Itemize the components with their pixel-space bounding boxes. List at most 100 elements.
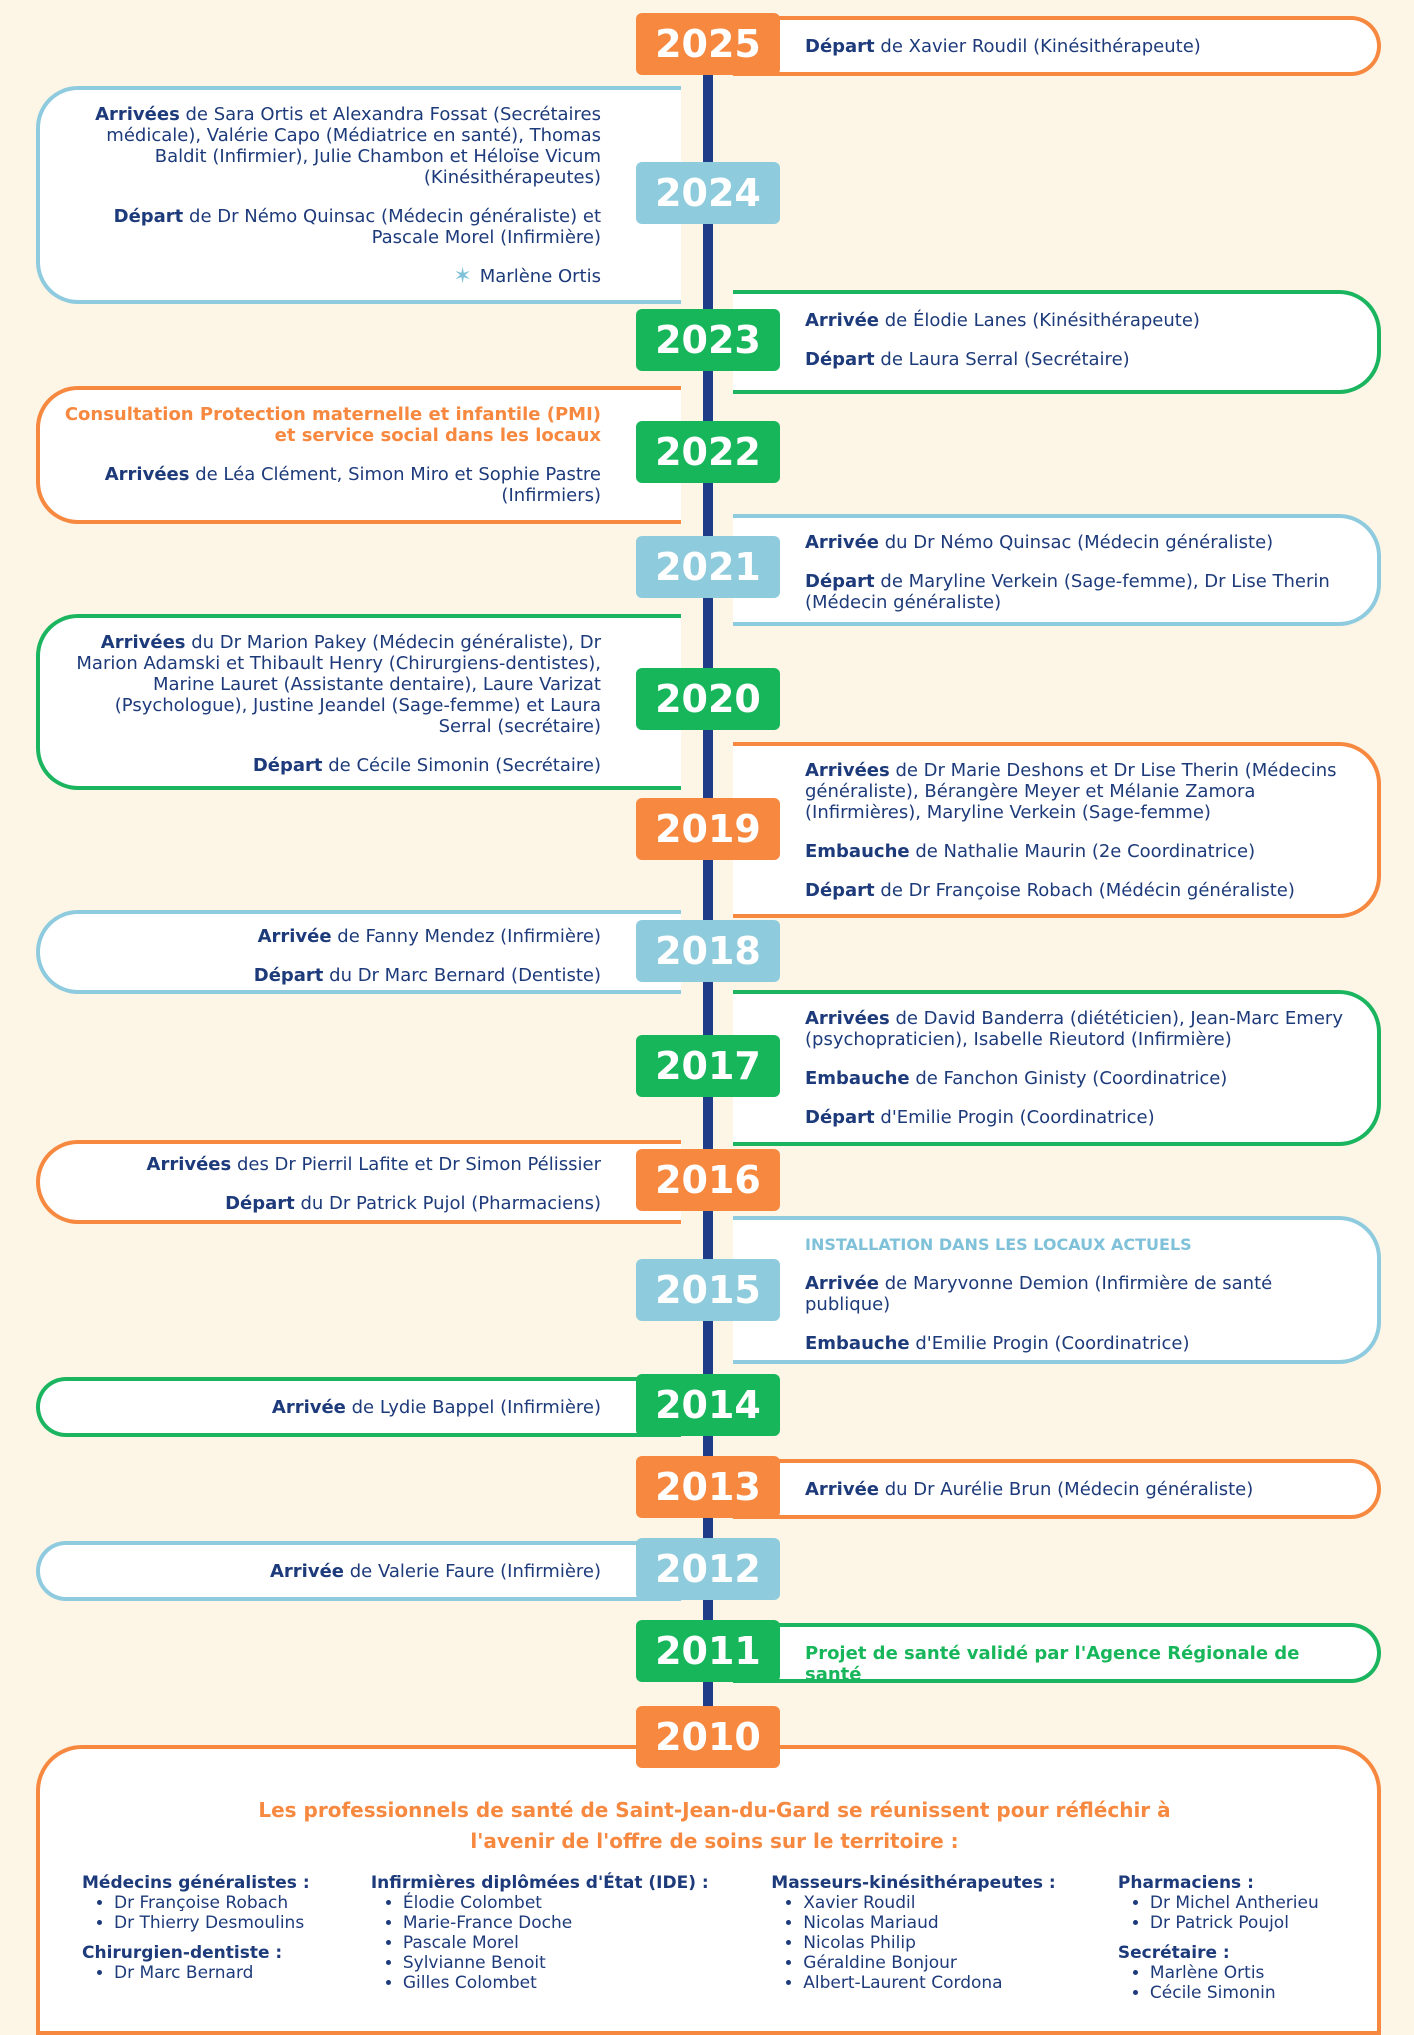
entry-2024-card: Arrivées de Sara Ortis et Alexandra Foss… <box>36 86 681 304</box>
group-title: Infirmières diplômées d'État (IDE) : <box>370 1873 709 1893</box>
departure-text: de Laura Serral (Secrétaire) <box>874 349 1130 370</box>
departure-text: d'Emilie Progin (Coordinatrice) <box>874 1107 1155 1128</box>
group-title: Médecins généralistes : <box>82 1873 310 1893</box>
hire-label: Embauche <box>805 1068 910 1089</box>
group-column: Médecins généralistes : Dr Françoise Rob… <box>82 1873 371 2013</box>
arrivals-text: du Dr Marion Pakey (Médecin généraliste)… <box>76 632 601 737</box>
group-title: Chirurgien-dentiste : <box>82 1943 283 1963</box>
arrivals-label: Arrivées <box>100 632 186 653</box>
departure-text: de Cécile Simonin (Secrétaire) <box>322 755 601 776</box>
member: Cécile Simonin <box>1150 1983 1347 2003</box>
member: Marie-France Doche <box>403 1913 771 1933</box>
departure-label: Départ <box>253 965 324 986</box>
year-2020: 2020 <box>636 668 780 730</box>
arrivals-label: Arrivées <box>805 760 890 781</box>
entry-2022-card: Consultation Protection maternelle et in… <box>36 386 681 524</box>
member: Nicolas Mariaud <box>803 1913 1118 1933</box>
member: Marlène Ortis <box>1150 1963 1347 1983</box>
arrivals-text: de Sara Ortis et Alexandra Fossat (Secré… <box>106 104 601 188</box>
member: Dr Thierry Desmoulins <box>114 1913 371 1933</box>
entry-2018-card: Arrivée de Fanny Mendez (Infirmière) Dép… <box>36 910 681 994</box>
arrivals-text: des Dr Pierril Lafite et Dr Simon Péliss… <box>231 1154 601 1175</box>
founding-intro: Les professionnels de santé de Saint-Jea… <box>82 1795 1347 1857</box>
departure-label: Départ <box>805 571 875 592</box>
group-title: Masseurs-kinésithérapeutes : <box>771 1873 1056 1893</box>
entry-2019-card: Arrivées de Dr Marie Deshons et Dr Lise … <box>733 742 1381 918</box>
arrival-text: de Élodie Lanes (Kinésithérapeute) <box>879 310 1200 331</box>
entry-2020-card: Arrivées du Dr Marion Pakey (Médecin gén… <box>36 614 681 790</box>
hire-text: d'Emilie Progin (Coordinatrice) <box>909 1333 1190 1354</box>
year-2019: 2019 <box>636 798 780 860</box>
arrival-label: Arrivée <box>805 1273 880 1294</box>
group-column: Infirmières diplômées d'État (IDE) : Élo… <box>371 1873 771 2013</box>
year-2011: 2011 <box>636 1620 780 1682</box>
year-2022: 2022 <box>636 421 780 483</box>
departure-text: de Xavier Roudil (Kinésithérapeute) <box>874 36 1201 57</box>
departure-text: de Dr Némo Quinsac (Médecin généraliste)… <box>183 206 601 248</box>
year-2017: 2017 <box>636 1035 780 1097</box>
year-2024: 2024 <box>636 162 780 224</box>
departure-text: du Dr Patrick Pujol (Pharmaciens) <box>294 1193 601 1214</box>
group-title: Secrétaire : <box>1117 1943 1230 1963</box>
member: Gilles Colombet <box>403 1973 771 1993</box>
arrival-text: de Lydie Bappel (Infirmière) <box>345 1397 601 1418</box>
year-2010: 2010 <box>636 1706 780 1768</box>
arrival-text: de Maryvonne Demion (Infirmière de santé… <box>805 1273 1273 1315</box>
founding-groups: Médecins généralistes : Dr Françoise Rob… <box>82 1873 1347 2013</box>
entry-2016-card: Arrivées des Dr Pierril Lafite et Dr Sim… <box>36 1140 681 1224</box>
entry-2014-card: Arrivée de Lydie Bappel (Infirmière) <box>36 1377 681 1437</box>
arrivals-text: de Dr Marie Deshons et Dr Lise Therin (M… <box>805 760 1337 823</box>
arrival-text: du Dr Aurélie Brun (Médecin généraliste) <box>879 1479 1254 1500</box>
departure-text: de Dr Françoise Robach (Médécin générali… <box>874 880 1295 901</box>
member: Pascale Morel <box>403 1933 771 1953</box>
entry-2012-card: Arrivée de Valerie Faure (Infirmière) <box>36 1541 681 1601</box>
year-2015: 2015 <box>636 1259 780 1321</box>
arrivals-text: de Léa Clément, Simon Miro et Sophie Pas… <box>189 464 601 506</box>
entry-2013-card: Arrivée du Dr Aurélie Brun (Médecin géné… <box>733 1459 1381 1519</box>
departure-text: de Maryline Verkein (Sage-femme), Dr Lis… <box>805 571 1330 613</box>
installation-highlight: INSTALLATION DANS LES LOCAUX ACTUELS <box>805 1235 1192 1254</box>
member: Nicolas Philip <box>803 1933 1118 1953</box>
year-2013: 2013 <box>636 1456 780 1518</box>
member: Dr Patrick Poujol <box>1150 1913 1347 1933</box>
entry-2011-card: Projet de santé validé par l'Agence Régi… <box>733 1623 1381 1685</box>
hire-text: de Nathalie Maurin (2e Coordinatrice) <box>909 841 1256 862</box>
member: Dr Marc Bernard <box>114 1963 371 1983</box>
arrivals-label: Arrivées <box>146 1154 232 1175</box>
shooting-star-icon: ✶ <box>453 264 472 289</box>
timeline-spine <box>703 62 713 1742</box>
group-column: Masseurs-kinésithérapeutes : Xavier Roud… <box>771 1873 1118 2013</box>
departure-label: Départ <box>805 36 875 57</box>
arrivals-label: Arrivées <box>95 104 180 125</box>
hire-label: Embauche <box>805 1333 910 1354</box>
arrivals-label: Arrivées <box>104 464 190 485</box>
member: Géraldine Bonjour <box>803 1953 1118 1973</box>
arrival-label: Arrivée <box>805 532 880 553</box>
entry-2017-card: Arrivées de David Banderra (diététicien)… <box>733 990 1381 1146</box>
departure-label: Départ <box>225 1193 295 1214</box>
departure-label: Départ <box>805 880 875 901</box>
member: Sylvianne Benoit <box>403 1953 771 1973</box>
arrivals-label: Arrivées <box>805 1008 890 1029</box>
year-2018: 2018 <box>636 920 780 982</box>
arrival-label: Arrivée <box>270 1561 345 1582</box>
pmi-highlight: Consultation Protection maternelle et in… <box>64 404 601 446</box>
hire-text: de Fanchon Ginisty (Coordinatrice) <box>909 1068 1228 1089</box>
year-2025: 2025 <box>636 13 780 75</box>
group-title: Pharmaciens : <box>1117 1873 1254 1893</box>
arrival-text: du Dr Némo Quinsac (Médecin généraliste) <box>879 532 1274 553</box>
signature-name: Marlène Ortis <box>479 266 601 287</box>
arrival-label: Arrivée <box>257 926 332 947</box>
founding-intro-line1: Les professionnels de santé de Saint-Jea… <box>258 1798 1171 1822</box>
departure-label: Départ <box>805 349 875 370</box>
departure-label: Départ <box>252 755 323 776</box>
member: Xavier Roudil <box>803 1893 1118 1913</box>
member: Albert-Laurent Cordona <box>803 1973 1118 1993</box>
year-2021: 2021 <box>636 536 780 598</box>
founding-intro-line2: l'avenir de l'offre de soins sur le terr… <box>470 1829 959 1853</box>
project-highlight: Projet de santé validé par l'Agence Régi… <box>805 1643 1300 1685</box>
signature: ✶ Marlène Ortis <box>60 264 601 289</box>
entry-2015-card: INSTALLATION DANS LES LOCAUX ACTUELS Arr… <box>733 1216 1381 1364</box>
year-2014: 2014 <box>636 1374 780 1436</box>
founding-card: Les professionnels de santé de Saint-Jea… <box>36 1745 1381 2035</box>
